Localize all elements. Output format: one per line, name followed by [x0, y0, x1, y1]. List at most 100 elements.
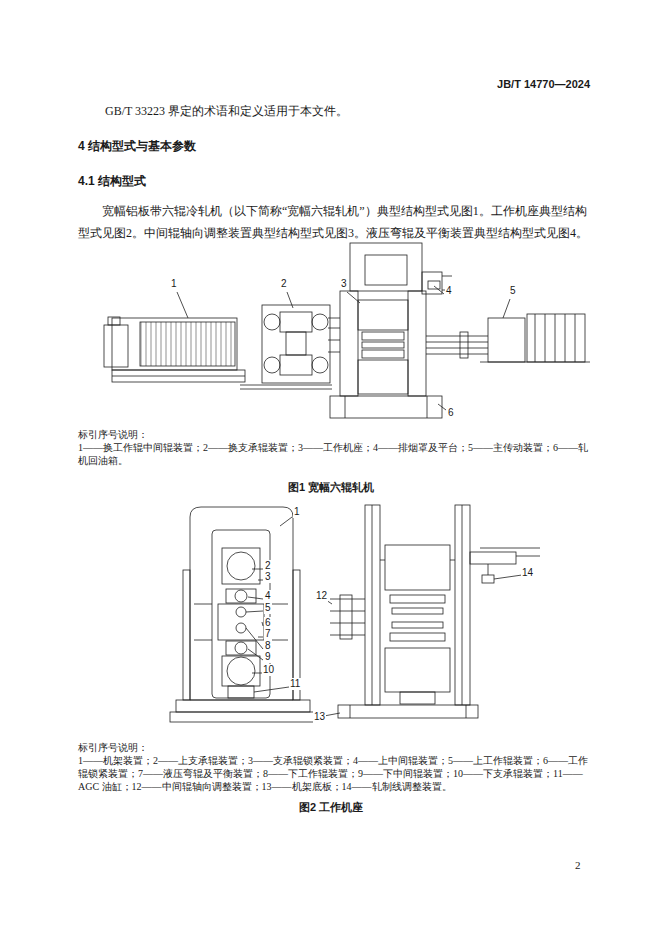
drawing-rect: [390, 595, 445, 603]
callout-number: 13: [313, 711, 326, 723]
drawing-line: [328, 318, 340, 319]
drawing-line: [345, 396, 346, 418]
drawing-line: [240, 385, 332, 386]
drawing-line: [262, 622, 263, 626]
callout-number: 3: [264, 571, 272, 583]
drawing-line: [287, 292, 293, 308]
drawing-rect: [428, 281, 440, 289]
drawing-line: [330, 599, 365, 600]
drawing-line: [565, 314, 566, 362]
key-heading: 标引序号说明：: [78, 741, 148, 754]
drawing-circle: [227, 657, 255, 685]
drawing-line: [434, 286, 444, 294]
drawing-rect: [362, 332, 404, 340]
drawing-line: [426, 336, 488, 337]
drawing-line: [462, 505, 463, 705]
callout-number: 5: [509, 285, 517, 297]
drawing-line: [488, 564, 489, 575]
drawing-line: [466, 705, 467, 718]
drawing-rect: [222, 548, 260, 584]
drawing-rect: [358, 300, 408, 330]
callout-number: 10: [262, 664, 275, 676]
drawing-rect: [385, 648, 450, 692]
drawing-line: [328, 328, 340, 329]
drawing-line: [248, 649, 263, 660]
drawing-rect: [365, 255, 407, 285]
drawing-rect: [112, 318, 237, 370]
drawing-rect: [280, 312, 312, 332]
drawing-rect: [358, 360, 408, 394]
drawing-rect: [460, 332, 468, 358]
callout-number: 12: [315, 590, 328, 602]
drawing-circle: [227, 552, 255, 580]
drawing-rect: [226, 641, 256, 655]
drawing-rect: [338, 705, 478, 718]
drawing-circle: [264, 314, 280, 330]
drawing-circle: [312, 357, 328, 373]
drawing-circle: [236, 607, 246, 617]
drawing-rect: [365, 505, 380, 705]
drawing-line: [426, 342, 488, 343]
drawing-rect: [226, 589, 256, 603]
stand-front-view: [170, 507, 316, 722]
drawing-circle: [312, 314, 328, 330]
drawing-line: [270, 640, 288, 641]
drawing-line: [545, 314, 546, 362]
drawing-line: [535, 314, 536, 362]
section-heading: 4 结构型式与基本参数: [78, 138, 196, 154]
drawing-circle: [236, 623, 246, 633]
drawing-line: [372, 505, 373, 705]
drawing-circle: [264, 357, 280, 373]
drawing-line: [347, 292, 360, 303]
drawing-line: [438, 404, 446, 410]
drawing-rect: [183, 570, 190, 700]
drawing-rect: [392, 608, 443, 614]
drawing-rect: [170, 712, 316, 722]
drawing-rect: [340, 595, 352, 639]
drawing-line: [194, 640, 212, 641]
drawing-rect: [218, 604, 264, 640]
drawing-circle: [235, 642, 247, 654]
drawing-line: [112, 376, 245, 377]
drawing-rect: [350, 243, 422, 291]
callout-number: 2: [280, 278, 288, 290]
drawing-rect: [470, 552, 516, 564]
callout-number: 4: [264, 590, 272, 602]
drawing-line: [248, 597, 263, 599]
drawing-line: [240, 389, 332, 390]
drawing-line: [258, 637, 263, 638]
key-heading: 标引序号说明：: [78, 428, 148, 441]
drawing-line: [426, 348, 488, 349]
drawing-line: [252, 569, 263, 570]
callout-number: 1: [170, 278, 178, 290]
callout-number: 11: [289, 678, 301, 690]
drawing-rect: [222, 656, 260, 686]
section-heading: 4.1 结构型式: [78, 173, 146, 189]
drawing-rect: [140, 322, 235, 366]
drawing-line: [177, 292, 188, 318]
drawing-line: [442, 276, 452, 277]
drawing-line: [194, 604, 212, 605]
key-text: 1——换工作辊中间辊装置；2——换支承辊装置；3——工作机座；4——排烟罩及平台…: [78, 441, 593, 467]
drawing-line: [330, 623, 365, 624]
drawing-line: [503, 299, 510, 318]
drawing-circle: [235, 590, 247, 602]
drawing-rect: [408, 291, 426, 396]
drawing-rect: [262, 305, 330, 383]
mill-drawing: [104, 243, 590, 418]
callout-number: 4: [445, 285, 453, 297]
drawing-line: [480, 362, 590, 363]
drawing-line: [270, 604, 288, 605]
callout-number: 9: [264, 651, 272, 663]
drawing-line: [258, 580, 263, 581]
drawing-rect: [527, 314, 585, 362]
key-text: 1——机架装置；2——上支承辊装置；3——支承辊锁紧装置；4——上中间辊装置；5…: [78, 754, 593, 793]
drawing-line: [575, 314, 576, 362]
drawing-line: [246, 628, 263, 649]
drawing-line: [328, 352, 340, 353]
drawing-line: [330, 611, 365, 612]
drawing-rect: [104, 325, 128, 367]
callout-number: 5: [264, 602, 272, 614]
callout-number: 7: [264, 628, 272, 640]
